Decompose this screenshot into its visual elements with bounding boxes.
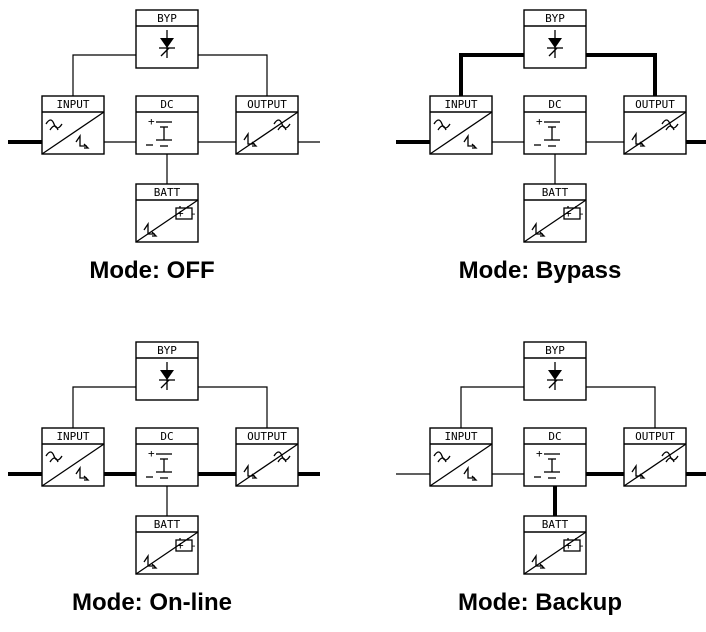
svg-text:+ -: + - (565, 207, 585, 220)
ups-block-diagram: BYP INPUT DC + OUTPUT BATT + - (396, 9, 706, 243)
input-label: INPUT (444, 98, 477, 111)
mode-panel-off: BYP INPUT DC + OUTPUT BATT + - Mode: OFF (2, 0, 320, 300)
input-label: INPUT (56, 98, 89, 111)
byp-block: BYP (135, 9, 199, 69)
input-block: INPUT (41, 427, 105, 487)
svg-text:+: + (148, 115, 155, 128)
byp-label: BYP (157, 12, 177, 25)
input-block: INPUT (41, 95, 105, 155)
wire-bypass-left (72, 386, 136, 428)
batt-label: BATT (542, 186, 569, 199)
byp-label: BYP (545, 12, 565, 25)
batt-label: BATT (542, 518, 569, 531)
dc-block: DC + (523, 95, 587, 155)
wire-bypass-right (198, 54, 268, 96)
byp-label: BYP (545, 344, 565, 357)
wire-bypass-right (198, 386, 268, 428)
batt-block: BATT + - (523, 515, 587, 575)
mode-caption: Mode: OFF (89, 257, 215, 284)
dc-block: DC + (135, 95, 199, 155)
output-block: OUTPUT (623, 427, 687, 487)
svg-text:+ -: + - (177, 207, 197, 220)
wire-bypass-left (460, 386, 524, 428)
input-label: INPUT (56, 430, 89, 443)
byp-block: BYP (523, 341, 587, 401)
dc-block: DC + (135, 427, 199, 487)
byp-label: BYP (157, 344, 177, 357)
wire-bypass-left (72, 54, 136, 96)
batt-label: BATT (154, 518, 181, 531)
byp-block: BYP (135, 341, 199, 401)
mode-caption: Mode: Bypass (458, 257, 622, 284)
dc-label: DC (548, 430, 561, 443)
batt-block: BATT + - (135, 515, 199, 575)
mode-caption: Mode: Backup (457, 589, 622, 616)
output-label: OUTPUT (635, 430, 675, 443)
byp-block: BYP (523, 9, 587, 69)
output-block: OUTPUT (235, 427, 299, 487)
input-block: INPUT (429, 427, 493, 487)
output-block: OUTPUT (235, 95, 299, 155)
wire-bypass-right (586, 386, 656, 428)
batt-label: BATT (154, 186, 181, 199)
batt-block: BATT + - (523, 183, 587, 243)
wire-bypass-right-active (586, 53, 657, 96)
mode-caption: Mode: On-line (72, 589, 232, 616)
ups-block-diagram: BYP INPUT DC + OUTPUT BATT + - (396, 341, 706, 575)
svg-text:+ -: + - (177, 539, 197, 552)
output-label: OUTPUT (247, 98, 287, 111)
batt-block: BATT + - (135, 183, 199, 243)
svg-text:+: + (148, 447, 155, 460)
input-label: INPUT (444, 430, 477, 443)
mode-panel-bypass: BYP INPUT DC + OUTPUT BATT + - Mode: Bypass (390, 0, 706, 300)
mode-panel-online: BYP INPUT DC + OUTPUT BATT + - Mode: On-line (2, 332, 320, 632)
dc-block: DC + (523, 427, 587, 487)
svg-text:+ -: + - (565, 539, 585, 552)
dc-label: DC (160, 98, 173, 111)
output-label: OUTPUT (247, 430, 287, 443)
ups-block-diagram: BYP INPUT DC + OUTPUT BATT + - (8, 341, 320, 575)
output-block: OUTPUT (623, 95, 687, 155)
mode-panel-backup: BYP INPUT DC + OUTPUT BATT + - Mode: Backup (390, 332, 706, 632)
output-label: OUTPUT (635, 98, 675, 111)
dc-label: DC (160, 430, 173, 443)
wire-bypass-left-active (459, 53, 524, 96)
svg-text:+: + (536, 115, 543, 128)
ups-block-diagram: BYP INPUT DC + OUTPUT BATT + - (8, 9, 320, 243)
svg-text:+: + (536, 447, 543, 460)
input-block: INPUT (429, 95, 493, 155)
dc-label: DC (548, 98, 561, 111)
